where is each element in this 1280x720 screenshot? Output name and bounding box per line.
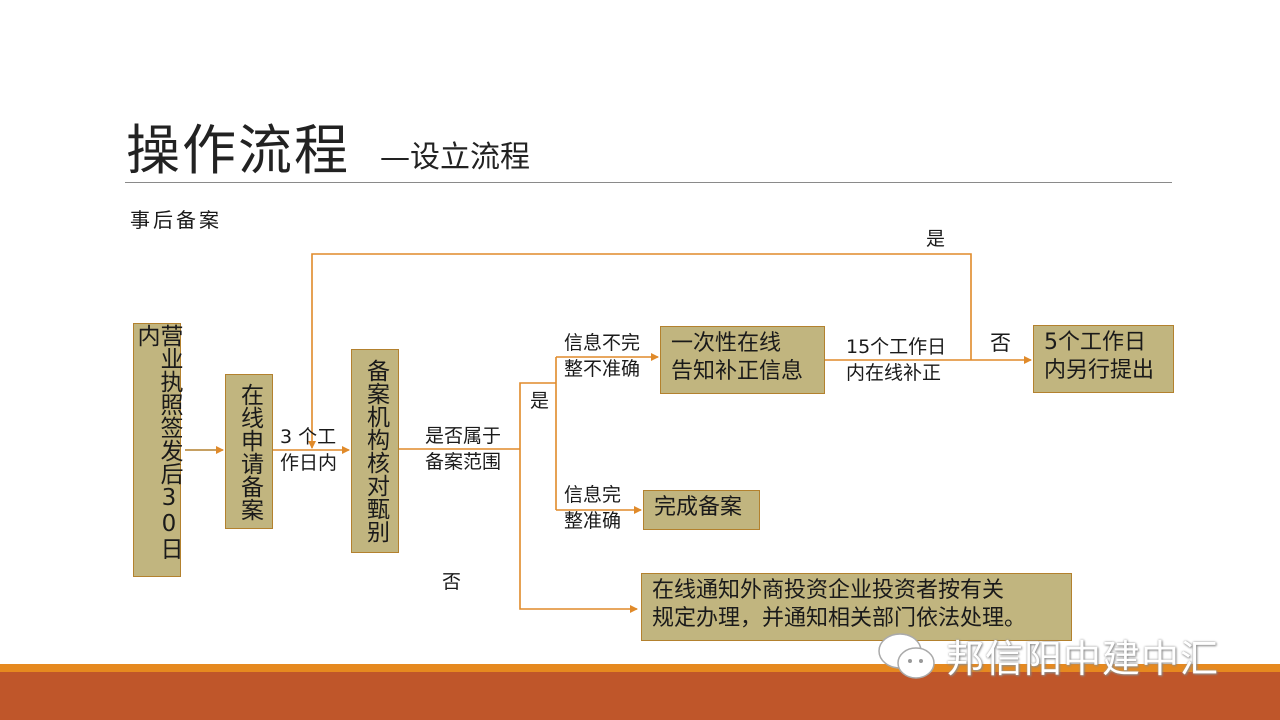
box-line: 告知补正信息 — [671, 359, 804, 384]
slide-subtitle: 事后备案 — [130, 208, 222, 232]
box-complete: 完成备案 — [643, 490, 760, 530]
box-notify-correction: 一次性在线 告知补正信息 — [660, 326, 825, 394]
slide-title-suffix: —设立流程 — [380, 140, 530, 175]
footer-accent-strip — [0, 664, 1280, 672]
label-line: 内在线补正 — [846, 362, 942, 384]
label-yes-correction: 是 — [926, 228, 946, 250]
label-line: 整准确 — [564, 510, 622, 532]
label-line: 信息不完 — [564, 332, 641, 354]
title-divider — [125, 182, 1172, 183]
wechat-icon — [878, 632, 935, 679]
watermark-text: 邦信阳中建中汇 — [946, 637, 1220, 681]
watermark: 邦信阳中建中汇 — [876, 628, 1219, 683]
label-fifteen-days: 15个工作日 内在线补正 — [846, 334, 946, 386]
label-line: 15个工作日 — [846, 336, 947, 358]
box-resubmit: 5个工作日 内另行提出 — [1033, 325, 1174, 393]
connector-decision-trunk — [519, 382, 638, 613]
label-line: 信息完 — [564, 484, 622, 506]
connector-loop-back — [308, 253, 972, 449]
box-line: 规定办理，并通知相关部门依法处理。 — [652, 606, 1027, 631]
box-line: 内另行提出 — [1044, 358, 1155, 383]
box-line: 在线通知外商投资企业投资者按有关 — [652, 578, 1005, 603]
box-verify: 备案机构核对甄别 — [351, 349, 399, 553]
label-no-scope: 否 — [442, 571, 462, 593]
label-in-scope: 是否属于 备案范围 — [425, 423, 501, 475]
label-line: 整不准确 — [564, 358, 641, 380]
label-line: 作日内 — [280, 452, 338, 474]
box-line: 一次性在线 — [671, 331, 782, 356]
box-online-apply: 在线申请备案 — [225, 374, 273, 529]
box-line: 5个工作日 — [1044, 330, 1146, 355]
footer-bar — [0, 672, 1280, 720]
box-license-issued: 营业执照签发后30日内 — [133, 323, 182, 577]
label-yes-scope: 是 — [530, 390, 550, 412]
label-line: 3 个工 — [280, 426, 337, 448]
label-complete-info: 信息完 整准确 — [564, 482, 621, 534]
slide-title: 操作流程 — [126, 119, 350, 182]
label-incomplete: 信息不完 整不准确 — [564, 330, 640, 382]
label-line: 是否属于 — [425, 425, 502, 447]
label-no-correction: 否 — [990, 331, 1011, 355]
label-line: 备案范围 — [425, 451, 502, 473]
box-notify-investor: 在线通知外商投资企业投资者按有关 规定办理，并通知相关部门依法处理。 — [641, 573, 1072, 641]
label-three-days: 3 个工 作日内 — [280, 424, 337, 476]
